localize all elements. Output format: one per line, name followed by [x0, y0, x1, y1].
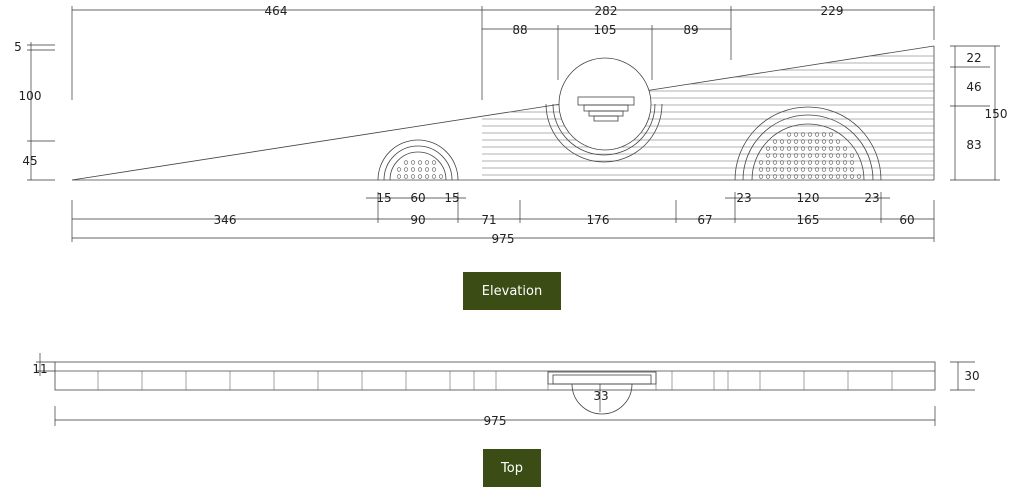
top-dimensions: 464 282 229 88 105 89: [71, 4, 935, 100]
dim-165: 165: [797, 213, 820, 227]
top-view-bump: [571, 383, 633, 415]
top-view-steps: [97, 371, 893, 390]
dim-89: 89: [683, 23, 698, 37]
top-view-outline: [54, 361, 936, 391]
dim-464: 464: [265, 4, 288, 18]
dim-229: 229: [821, 4, 844, 18]
dim-176: 176: [587, 213, 610, 227]
dim-11: 11: [32, 362, 47, 376]
dim-5: 5: [14, 40, 22, 54]
dim-975-elevation: 975: [492, 232, 515, 246]
dim-60-right: 60: [899, 213, 914, 227]
dim-67: 67: [697, 213, 712, 227]
dim-282: 282: [595, 4, 618, 18]
central-circle: [545, 57, 663, 163]
top-label: Top: [483, 449, 541, 487]
dim-88: 88: [512, 23, 527, 37]
elevation-label: Elevation: [463, 272, 561, 310]
dim-23-left: 23: [736, 191, 751, 205]
dim-105: 105: [594, 23, 617, 37]
step-lines: [482, 55, 934, 176]
dim-22: 22: [966, 51, 981, 65]
right-dimensions: 22 46 83 150: [950, 45, 1008, 181]
dim-975-top: 975: [484, 414, 507, 428]
elevation-label-text: Elevation: [481, 283, 543, 299]
dim-71: 71: [481, 213, 496, 227]
dim-60-small: 60: [410, 191, 425, 205]
dim-120: 120: [797, 191, 820, 205]
left-dimensions: 5 100 45: [14, 40, 55, 181]
dim-150: 150: [985, 107, 1008, 121]
top-view: 11 30 33 975: [32, 353, 980, 428]
dim-45: 45: [22, 154, 37, 168]
dim-15-left: 15: [376, 191, 391, 205]
dim-15-right: 15: [444, 191, 459, 205]
dim-46: 46: [966, 80, 981, 94]
dim-33: 33: [593, 389, 608, 403]
bottom-dimensions: 15 60 15 23 120 23 346 90 71 176 67 165 …: [71, 191, 935, 246]
dim-83: 83: [966, 138, 981, 152]
dim-90: 90: [410, 213, 425, 227]
dim-100: 100: [19, 89, 42, 103]
elevation-view: 464 282 229 88 105 89 5 100 45 22: [14, 4, 1007, 246]
dim-346: 346: [214, 213, 237, 227]
dim-30: 30: [964, 369, 979, 383]
top-label-text: Top: [501, 460, 523, 476]
large-semicircle: [734, 106, 882, 181]
slope-line: [71, 45, 935, 181]
dim-23-right: 23: [864, 191, 879, 205]
small-semicircle: [377, 139, 459, 181]
